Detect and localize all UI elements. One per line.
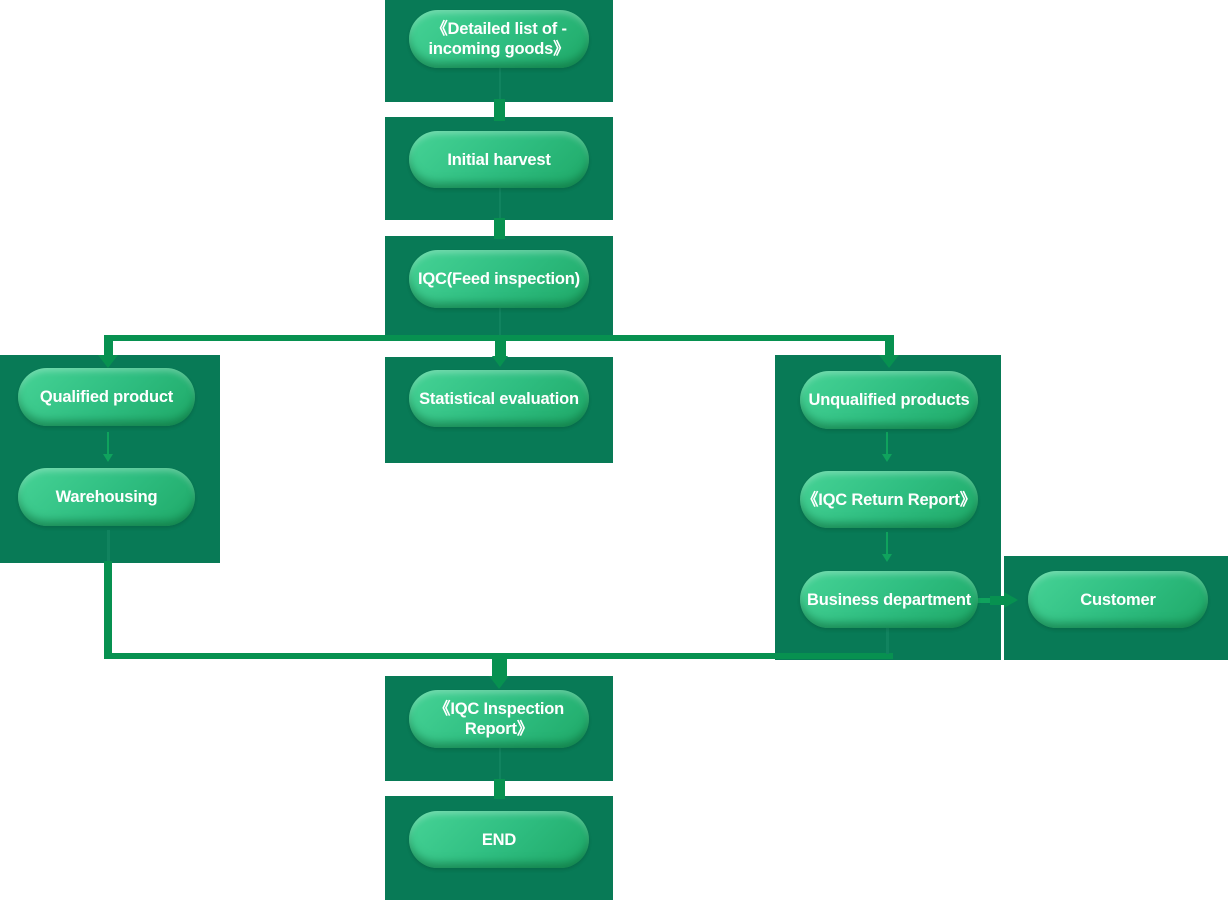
arrowhead-into-business [882, 554, 892, 562]
node-end-label: END [481, 830, 517, 849]
connector-return-to-business [886, 532, 888, 555]
node-warehousing-label: Warehousing [55, 488, 158, 506]
connector-report-to-end-bar [494, 779, 505, 799]
node-iqc-return-report: 《IQC Return Report》 [800, 471, 978, 528]
connector-iqc-out-stem [499, 308, 501, 336]
arrowhead-into-warehousing [103, 454, 113, 462]
node-iqc-feed-inspection: IQC(Feed inspection) [409, 250, 589, 308]
node-qualified-product: Qualified product [18, 368, 195, 426]
node-statistical-evaluation: Statistical evaluation [409, 370, 589, 427]
node-detailed-list-label: 《Detailed list of - incoming goods》 [428, 20, 570, 58]
node-initial-harvest-label: Initial harvest [447, 150, 551, 169]
node-unqualified-products: Unqualified products [800, 371, 978, 429]
node-statistical-evaluation-label: Statistical evaluation [419, 389, 579, 408]
connector-report-to-end-stem [499, 748, 501, 781]
arrowhead-into-inspection-report [489, 676, 509, 689]
connector-initial-to-iqc-bar [494, 218, 505, 239]
node-business-department: Business department [800, 571, 978, 628]
connector-branch-horizontal [104, 335, 894, 341]
connector-branch-left-drop [104, 339, 113, 356]
arrowhead-into-return-report [882, 454, 892, 462]
node-business-department-label: Business department [807, 590, 971, 609]
connector-qualified-to-warehousing [107, 432, 109, 455]
node-iqc-inspection-report: 《IQC Inspection Report》 [409, 690, 589, 748]
node-initial-harvest: Initial harvest [409, 131, 589, 188]
node-customer-label: Customer [1080, 590, 1156, 609]
node-customer: Customer [1028, 571, 1208, 628]
connector-business-to-customer-bar [990, 596, 1004, 605]
node-detailed-list: 《Detailed list of - incoming goods》 [409, 10, 589, 68]
connector-warehousing-exit-stem [107, 530, 110, 563]
node-iqc-feed-inspection-label: IQC(Feed inspection) [418, 270, 580, 288]
connector-branch-center-drop [495, 341, 506, 357]
connector-detailed-to-initial-stem [499, 68, 501, 102]
connector-merge-center-drop [492, 655, 507, 677]
node-iqc-return-report-label: 《IQC Return Report》 [801, 490, 977, 509]
connector-unqualified-to-return [886, 432, 888, 455]
arrowhead-into-unqualified [879, 355, 899, 368]
node-end: END [409, 811, 589, 868]
arrowhead-into-customer [1004, 592, 1018, 608]
node-iqc-inspection-report-label: 《IQC Inspection Report》 [434, 700, 564, 738]
connector-detailed-to-initial-bar [494, 99, 505, 121]
arrowhead-into-qualified [98, 355, 118, 368]
arrowhead-into-statistical [492, 356, 508, 367]
connector-left-down-long [104, 561, 112, 655]
connector-branch-right-drop [885, 339, 894, 356]
node-unqualified-products-label: Unqualified products [808, 391, 970, 409]
connector-initial-to-iqc-stem [499, 188, 501, 220]
connector-business-to-customer-line [974, 598, 1000, 603]
node-warehousing: Warehousing [18, 468, 195, 526]
node-qualified-product-label: Qualified product [39, 388, 174, 406]
connector-business-exit-stem [886, 628, 889, 654]
